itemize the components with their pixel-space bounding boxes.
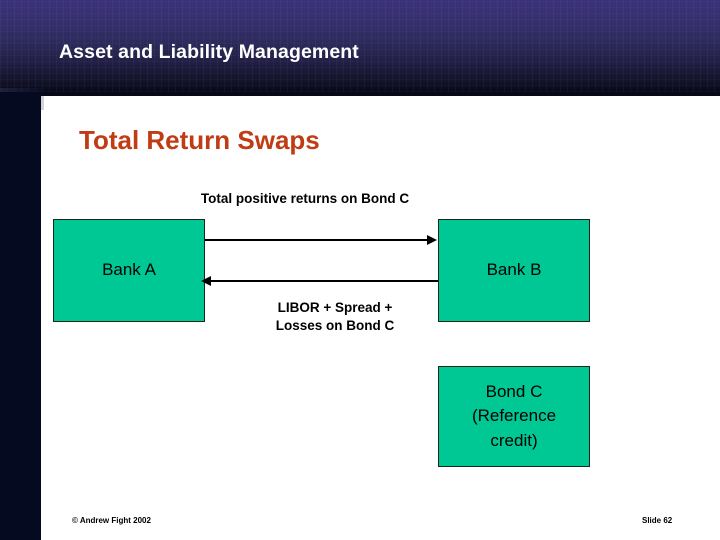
flow-label-total-positive-returns: Total positive returns on Bond C — [200, 191, 410, 206]
header-underline — [0, 92, 720, 96]
header-band — [0, 0, 720, 92]
entity-box-bank-b: Bank B — [438, 219, 590, 322]
left-sidebar-band — [0, 92, 41, 540]
arrow-line-bank-a-to-bank-b — [205, 239, 433, 241]
arrow-head-right-icon — [427, 235, 437, 245]
footer-slide-number: Slide 62 — [642, 516, 673, 525]
entity-box-bond-c: Bond C (Reference credit) — [438, 366, 590, 467]
entity-box-bank-a: Bank A — [53, 219, 205, 322]
flow-label-libor-spread-losses: LIBOR + Spread + Losses on Bond C — [275, 300, 395, 334]
arrow-head-left-icon — [201, 276, 211, 286]
section-heading: Total Return Swaps — [79, 125, 320, 155]
arrow-line-bank-b-to-bank-a — [210, 280, 438, 282]
slide-title: Asset and Liability Management — [59, 41, 359, 63]
footer-copyright: © Andrew Fight 2002 — [72, 516, 151, 525]
